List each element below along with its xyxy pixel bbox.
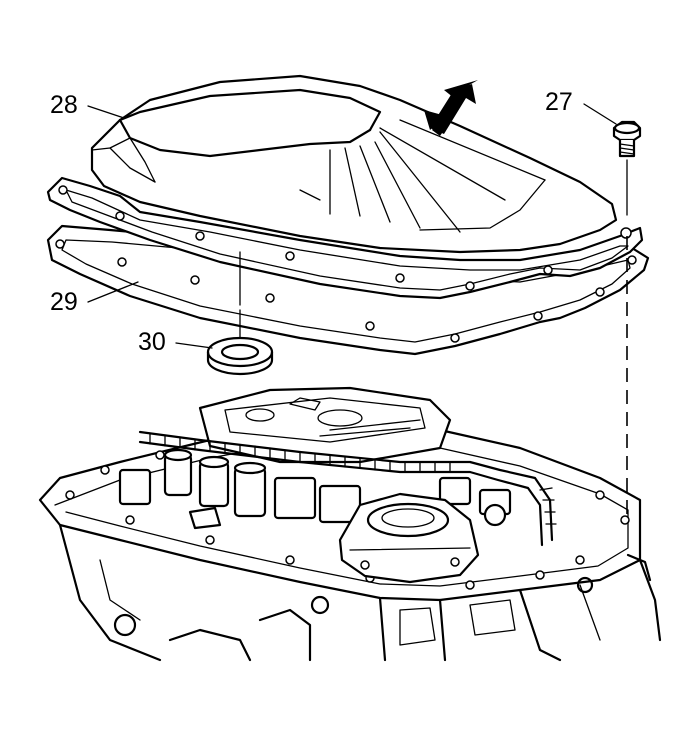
- callout-label-28: 28: [50, 91, 78, 119]
- valve-body: [118, 386, 557, 584]
- seal: [206, 309, 274, 376]
- solenoids: [118, 448, 512, 530]
- callout-label-29: 29: [50, 288, 78, 316]
- arrow-icon: [424, 80, 478, 136]
- callout-28: 28: [50, 91, 125, 119]
- bolt: [612, 120, 642, 158]
- oil-pan: [46, 74, 644, 306]
- callout-label-30: 30: [138, 328, 166, 356]
- callout-30: 30: [138, 328, 213, 356]
- case-bolt-holes: [65, 450, 630, 590]
- callout-label-27: 27: [545, 88, 573, 116]
- wiring-harness: [138, 430, 557, 547]
- accumulator-housing: [338, 492, 480, 584]
- callout-29: 29: [50, 281, 139, 316]
- callout-27: 27: [545, 88, 617, 125]
